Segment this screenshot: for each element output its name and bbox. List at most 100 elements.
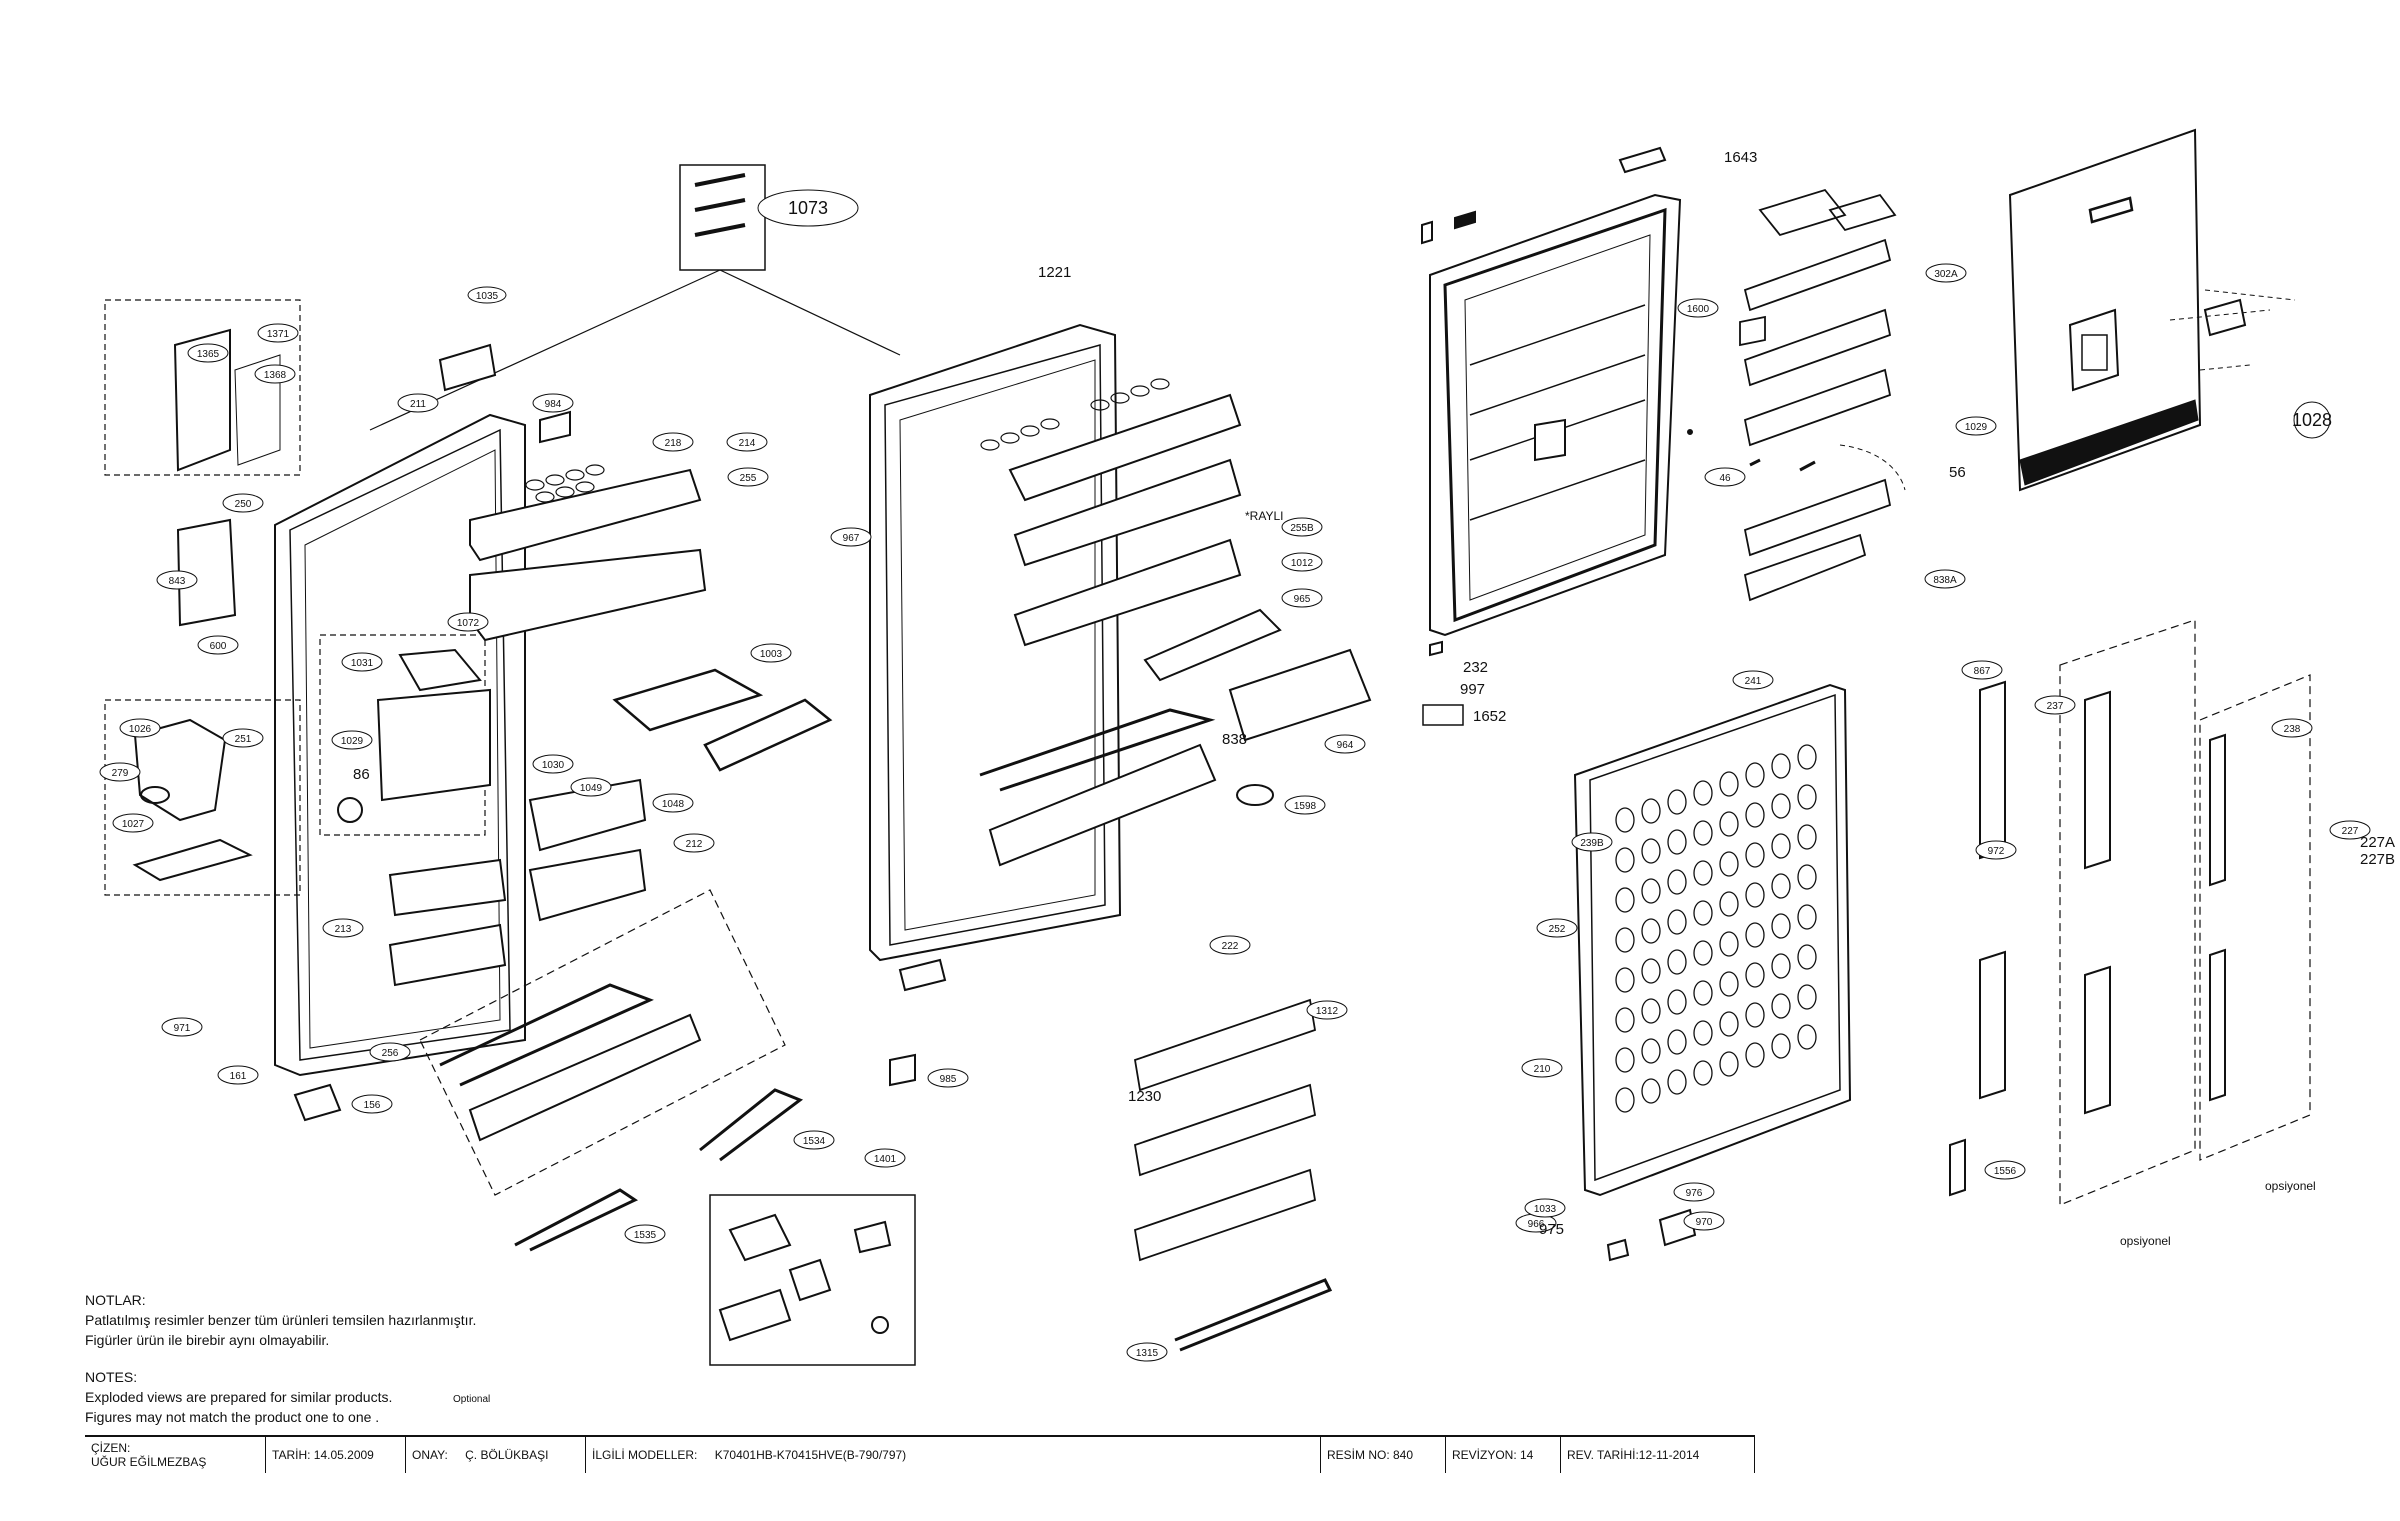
callout-210: 210 (1521, 1058, 1563, 1078)
callout-text: 211 (410, 399, 426, 410)
callout-balloon (532, 393, 574, 413)
freezer-door-assembly (1573, 683, 1852, 1262)
door-dimple (1745, 762, 1765, 788)
callout-balloon (652, 793, 694, 813)
callout-text: 279 (112, 768, 129, 779)
callout-600: 600 (197, 635, 239, 655)
callout-balloon (1521, 1058, 1563, 1078)
door-dimple (1641, 918, 1661, 944)
callout-balloon (467, 286, 507, 304)
callout-balloon (1284, 795, 1326, 815)
door-dimple (1771, 793, 1791, 819)
callout-1031: 1031 (341, 652, 383, 672)
callout-text: 212 (686, 839, 703, 850)
callout-250: 250 (222, 493, 264, 513)
door-dimple (1745, 922, 1765, 948)
callout-1534: 1534 (793, 1130, 835, 1150)
callout-text: 232 (1463, 659, 1488, 676)
callout-256: 256 (369, 1042, 411, 1062)
door-dimple (1615, 1087, 1635, 1113)
callout-251: 251 (222, 728, 264, 748)
callout-970: 970 (1683, 1211, 1725, 1231)
notes-en-heading: NOTES: (85, 1369, 138, 1385)
callout-text: 302A (1934, 269, 1958, 280)
callout-1027: 1027 (112, 813, 154, 833)
door-dimple (1641, 1038, 1661, 1064)
door-dimple (1667, 909, 1687, 935)
drawn-by-value: UĞUR EĞİLMEZBAŞ (91, 1455, 207, 1469)
callout-1643: 1643 (1724, 149, 1757, 166)
door-dimple (1667, 949, 1687, 975)
callout-252: 252 (1536, 918, 1578, 938)
callout-1535: 1535 (624, 1224, 666, 1244)
callout-balloon (1281, 552, 1323, 572)
door-dimple (1615, 847, 1635, 873)
door-dimple (1797, 824, 1817, 850)
callout-balloon (757, 189, 859, 227)
notes-en-line2: Figures may not match the product one to… (85, 1409, 380, 1425)
notes-tr-line2: Figürler ürün ile birebir aynı olmayabil… (85, 1332, 330, 1348)
callout-text: 250 (235, 499, 252, 510)
callout-text: 1371 (267, 329, 290, 340)
door-dimple (1693, 900, 1713, 926)
door-dimple (1719, 1011, 1739, 1037)
callout-balloon (830, 527, 872, 547)
callout-211: 211 (397, 393, 439, 413)
callout-237: 237 (2034, 695, 2076, 715)
callout-text: 227 (2342, 826, 2359, 837)
callout-balloon (156, 570, 198, 590)
callout-balloon (652, 432, 694, 452)
door-dimple (1615, 927, 1635, 953)
callout-balloon (1704, 467, 1746, 487)
door-dimple (1745, 1042, 1765, 1068)
callout-972: 972 (1975, 840, 2017, 860)
callout-text: 241 (1745, 676, 1762, 687)
callout-balloon (1281, 517, 1323, 537)
door-dimple (1641, 798, 1661, 824)
callout-text: 1003 (760, 649, 783, 660)
callout-balloon (750, 643, 792, 663)
callout-text: 210 (1534, 1064, 1551, 1075)
door-dimple (1615, 1047, 1635, 1073)
door-dimple (1693, 980, 1713, 1006)
optional-annotation: Optional (453, 1394, 490, 1405)
callout-1029: 1029 (331, 730, 373, 750)
door-dimple (1693, 1060, 1713, 1086)
callout-text: 1365 (197, 349, 220, 360)
callout-text: 970 (1696, 1217, 1713, 1228)
callout-1315: 1315 (1126, 1342, 1168, 1362)
callout-text: 213 (335, 924, 352, 935)
door-dimple (1797, 904, 1817, 930)
title-block: ÇİZEN: UĞUR EĞİLMEZBAŞ TARİH: 14.05.2009… (85, 1435, 1755, 1473)
callout-balloon (624, 1224, 666, 1244)
callout-text: 867 (1974, 666, 1991, 677)
callout-balloon (112, 813, 154, 833)
callout-balloon (322, 918, 364, 938)
door-dimple (1797, 864, 1817, 890)
callout-text: 997 (1460, 681, 1485, 698)
callout-text: 227A (2360, 834, 2395, 851)
rayli-annotation: *RAYLI (1245, 509, 1283, 523)
callout-161: 161 (217, 1065, 259, 1085)
callout-156: 156 (351, 1094, 393, 1114)
callout-text: 1029 (1965, 422, 1988, 433)
callout-text: 1026 (129, 724, 152, 735)
callout-text: 1643 (1724, 149, 1757, 166)
callout-balloon (341, 652, 383, 672)
callout-balloon (793, 1130, 835, 1150)
callout-balloon (1209, 935, 1251, 955)
callout-balloon (331, 730, 373, 750)
callout-1598: 1598 (1284, 795, 1326, 815)
callout-balloon (1925, 263, 1967, 283)
callout-balloon (1324, 734, 1366, 754)
callout-text: 56 (1949, 464, 1966, 481)
callout-balloon (2329, 820, 2371, 840)
callout-text: 218 (665, 438, 682, 449)
callout-text: 251 (235, 734, 252, 745)
door-dimple (1615, 887, 1635, 913)
callout-text: 966 (1528, 1219, 1545, 1230)
callout-text: 46 (1719, 473, 1731, 484)
callout-1371: 1371 (257, 323, 299, 343)
callout-balloon (1306, 1000, 1348, 1020)
